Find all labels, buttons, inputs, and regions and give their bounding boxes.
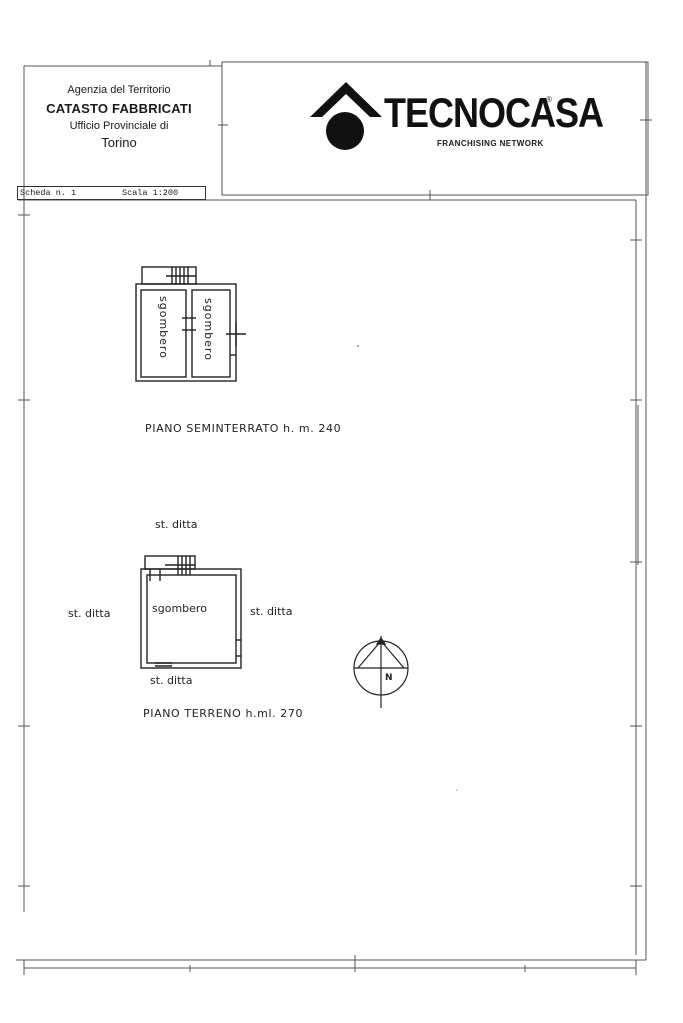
ground-top-label: st. ditta [155, 518, 198, 531]
sheet-info-box [17, 186, 206, 200]
ground-right-label: st. ditta [250, 605, 293, 618]
registered-mark: ® [546, 95, 552, 104]
ground-left-label: st. ditta [68, 607, 111, 620]
house-roof-circle-icon [310, 82, 382, 150]
city-name: Torino [101, 135, 137, 150]
sheet-number: Scheda n. 1 [20, 188, 77, 198]
registry-title: CATASTO FABBRICATI [46, 101, 192, 116]
basement-room-right: sgombero [202, 298, 215, 361]
brand-logo-text: TECNOCASA [384, 88, 604, 136]
agency-name: Agenzia del Territorio [67, 84, 171, 96]
basement-room-left: sgombero [157, 296, 170, 359]
ground-floor-title: PIANO TERRENO h.ml. 270 [143, 707, 304, 720]
ground-bottom-label: st. ditta [150, 674, 193, 687]
ground-room: sgombero [152, 602, 207, 615]
basement-floor-title: PIANO SEMINTERRATO h. m. 240 [145, 422, 342, 435]
office-name: Ufficio Provinciale di [69, 120, 169, 132]
compass-label: N [385, 673, 393, 683]
sheet-scale: Scala 1:200 [122, 188, 179, 198]
cadastre-header: Agenzia del Territorio CATASTO FABBRICAT… [24, 70, 214, 192]
north-arrow-icon [353, 636, 409, 708]
brand-tagline: FRANCHISING NETWORK [437, 139, 544, 148]
